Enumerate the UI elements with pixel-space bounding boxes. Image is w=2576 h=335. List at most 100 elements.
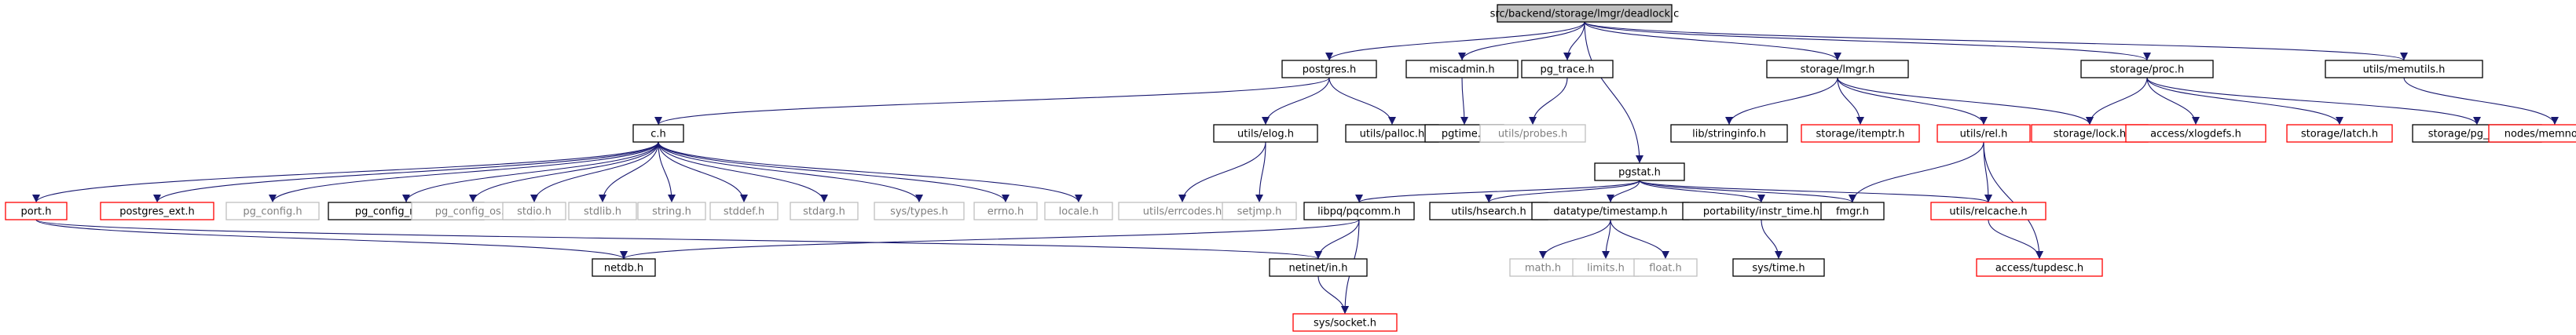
dependency-edge-lmgr-to-itemptr (1837, 77, 1864, 126)
node-label: pg_config.h (243, 206, 302, 218)
node-instr_time[interactable]: portability/instr_time.h (1682, 202, 1841, 220)
node-netdb[interactable]: netdb.h (592, 258, 656, 277)
node-latch[interactable]: storage/latch.h (2286, 124, 2393, 143)
node-stdarg[interactable]: stdarg.h (790, 202, 859, 220)
node-proc[interactable]: storage/proc.h (2080, 60, 2214, 78)
node-port[interactable]: port.h (5, 202, 68, 220)
dependency-edge-elog-to-errcodes (1178, 141, 1266, 203)
edge-line (1458, 21, 1585, 61)
dependency-edge-pgstat-to-hsearch (1485, 180, 1640, 203)
node-box (1303, 202, 1415, 220)
node-pg_config[interactable]: pg_config.h (225, 202, 320, 220)
node-label: miscadmin.h (1429, 64, 1494, 76)
node-label: utils/palloc.h (1360, 129, 1425, 140)
node-c[interactable]: c.h (632, 124, 684, 143)
node-memutils[interactable]: utils/memutils.h (2325, 60, 2483, 78)
node-box (1670, 124, 1788, 143)
node-itemptr[interactable]: storage/itemptr.h (1801, 124, 1920, 143)
node-stddef[interactable]: stddef.h (709, 202, 779, 220)
node-errno[interactable]: errno.h (973, 202, 1038, 220)
edge-line (1602, 219, 1611, 260)
node-label: postgres_ext.h (119, 206, 195, 218)
edge-line (1485, 180, 1640, 203)
dependency-edge-elog-to-setjmp (1255, 141, 1266, 203)
node-label: math.h (1525, 263, 1561, 275)
node-systypes[interactable]: sys/types.h (874, 202, 965, 220)
node-setjmp[interactable]: setjmp.h (1222, 202, 1297, 220)
node-errcodes[interactable]: utils/errcodes.h (1118, 202, 1247, 220)
node-float[interactable]: float.h (1633, 258, 1698, 277)
edge-line (1317, 275, 1349, 315)
node-netinet[interactable]: netinet/in.h (1269, 258, 1368, 277)
dependency-edge-root-to-postgres (1325, 21, 1585, 61)
edge-line (1314, 219, 1360, 260)
edge-line (1529, 77, 1568, 126)
edge-line (269, 141, 659, 203)
node-label: portability/instr_time.h (1703, 206, 1819, 218)
node-systime[interactable]: sys/time.h (1732, 258, 1825, 277)
dependency-edge-c-to-systypes (658, 141, 923, 203)
node-box (874, 202, 965, 220)
node-postgres_ext[interactable]: postgres_ext.h (100, 202, 214, 220)
node-rel[interactable]: utils/rel.h (1937, 124, 2031, 143)
dependency-edge-proc-to-lock (2086, 77, 2148, 126)
node-stringinfo[interactable]: lib/stringinfo.h (1670, 124, 1788, 143)
node-root[interactable]: src/backend/storage/lmgr/deadlock.c (1490, 4, 1680, 23)
node-lmgr[interactable]: storage/lmgr.h (1766, 60, 1909, 78)
node-relcache[interactable]: utils/relcache.h (1930, 202, 2047, 220)
node-label: float.h (1649, 263, 1682, 275)
dependency-edge-root-to-pg_trace (1563, 21, 1585, 61)
node-string[interactable]: string.h (637, 202, 706, 220)
dependency-edge-pgstat-to-pqcomm (1355, 180, 1640, 203)
node-label: sys/types.h (890, 206, 948, 218)
edge-line (1255, 141, 1266, 203)
node-box (568, 202, 637, 220)
edge-line (1837, 77, 1988, 126)
node-pgstat[interactable]: pgstat.h (1594, 162, 1685, 181)
edge-line (1639, 180, 1765, 203)
node-box (2488, 124, 2576, 143)
node-timestamp[interactable]: datatype/timestamp.h (1531, 202, 1690, 220)
dependency-edge-c-to-errno (658, 141, 1010, 203)
node-label: sys/socket.h (1314, 318, 1376, 330)
node-math[interactable]: math.h (1509, 258, 1577, 277)
node-probes[interactable]: utils/probes.h (1479, 124, 1586, 143)
node-hsearch[interactable]: utils/hsearch.h (1429, 202, 1548, 220)
node-postgres[interactable]: postgres.h (1281, 60, 1377, 78)
node-pqcomm[interactable]: libpq/pqcomm.h (1303, 202, 1415, 220)
node-fmgr[interactable]: fmgr.h (1820, 202, 1885, 220)
node-label: setjmp.h (1237, 206, 1282, 218)
edge-line (32, 141, 659, 203)
edge-line (1262, 77, 1330, 126)
node-limits[interactable]: limits.h (1572, 258, 1640, 277)
dependency-edge-pgstat-to-relcache (1639, 180, 1992, 203)
dependency-edge-port-to-netdb (35, 219, 628, 260)
node-pg_trace[interactable]: pg_trace.h (1521, 60, 1614, 78)
edge-line (1988, 219, 2043, 260)
node-box (592, 258, 656, 277)
node-stdio[interactable]: stdio.h (502, 202, 566, 220)
node-tupdesc[interactable]: access/tupdesc.h (1976, 258, 2103, 277)
node-label: utils/memutils.h (2363, 64, 2446, 76)
node-miscadmin[interactable]: miscadmin.h (1405, 60, 1519, 78)
node-label: datatype/timestamp.h (1553, 206, 1667, 218)
node-syssocket[interactable]: sys/socket.h (1292, 313, 1398, 332)
edge-line (1328, 77, 1396, 126)
dependency-edge-relcache-to-tupdesc (1988, 219, 2043, 260)
node-elog[interactable]: utils/elog.h (1213, 124, 1318, 143)
dependency-edge-netinet-to-syssocket (1317, 275, 1349, 315)
node-palloc[interactable]: utils/palloc.h (1345, 124, 1439, 143)
node-locale[interactable]: locale.h (1044, 202, 1113, 220)
node-box (2080, 60, 2214, 78)
node-lock[interactable]: storage/lock.h (2031, 124, 2149, 143)
dependency-edge-postgres-to-palloc (1328, 77, 1396, 126)
node-stdlib[interactable]: stdlib.h (568, 202, 637, 220)
node-label: pg_trace.h (1541, 64, 1595, 76)
node-memnodes[interactable]: nodes/memnodes.h (2488, 124, 2576, 143)
node-label: utils/hsearch.h (1451, 206, 1526, 218)
node-xlogdefs[interactable]: access/xlogdefs.h (2125, 124, 2266, 143)
edge-line (1584, 21, 1841, 61)
node-box (1044, 202, 1113, 220)
edge-line (35, 219, 1322, 260)
dependency-edge-c-to-pg_config_manual (402, 141, 659, 203)
